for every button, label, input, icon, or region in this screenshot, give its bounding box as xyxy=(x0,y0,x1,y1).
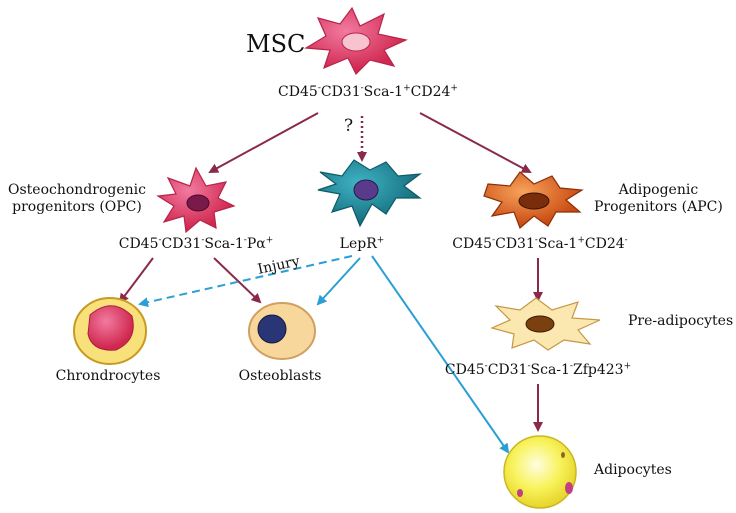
arrow-lepr-injury-to-chondrocytes xyxy=(138,255,353,308)
osteoblasts-label: Osteoblasts xyxy=(238,368,322,384)
opc-marker: CD45-CD31-Sca-1-Pα+ xyxy=(118,235,274,252)
chondrocytes-label: Chrondrocytes xyxy=(55,368,161,384)
adipocytes-label: Adipocytes xyxy=(594,462,672,478)
msc-marker: CD45-CD31-Sca-1+CD24+ xyxy=(278,83,458,100)
opc-cell xyxy=(156,166,236,234)
arrow-lepr-to-osteoblasts xyxy=(316,257,361,306)
adipocyte-cell xyxy=(503,435,577,509)
msc-cell xyxy=(304,6,408,76)
arrow-opc-to-osteoblasts xyxy=(213,257,262,304)
arrow-msc-to-apc xyxy=(419,112,532,173)
msc-title: MSC xyxy=(246,30,306,58)
arrow-msc-to-opc xyxy=(208,112,319,173)
apc-marker: CD45-CD31-Sca-1+CD24- xyxy=(452,235,628,252)
question-mark: ? xyxy=(344,116,354,136)
lepr-cell xyxy=(317,159,423,228)
apc-label: Adipogenic Progenitors (APC) xyxy=(594,182,723,215)
arrow-opc-to-chondrocytes xyxy=(118,257,154,304)
preadipocytes-label: Pre-adipocytes xyxy=(628,313,734,329)
preadipocytes-marker: CD45-CD31-Sca-1-Zfp423+ xyxy=(444,361,632,378)
osteoblast-cell xyxy=(248,302,316,360)
apc-cell xyxy=(483,171,584,230)
arrow-lepr-to-adipocytes xyxy=(371,255,510,454)
lepr-label: LepR+ xyxy=(339,235,385,252)
preadipocyte-cell xyxy=(490,297,601,351)
chondrocyte-cell xyxy=(73,297,147,365)
opc-label: Osteochondrogenic progenitors (OPC) xyxy=(8,182,146,215)
